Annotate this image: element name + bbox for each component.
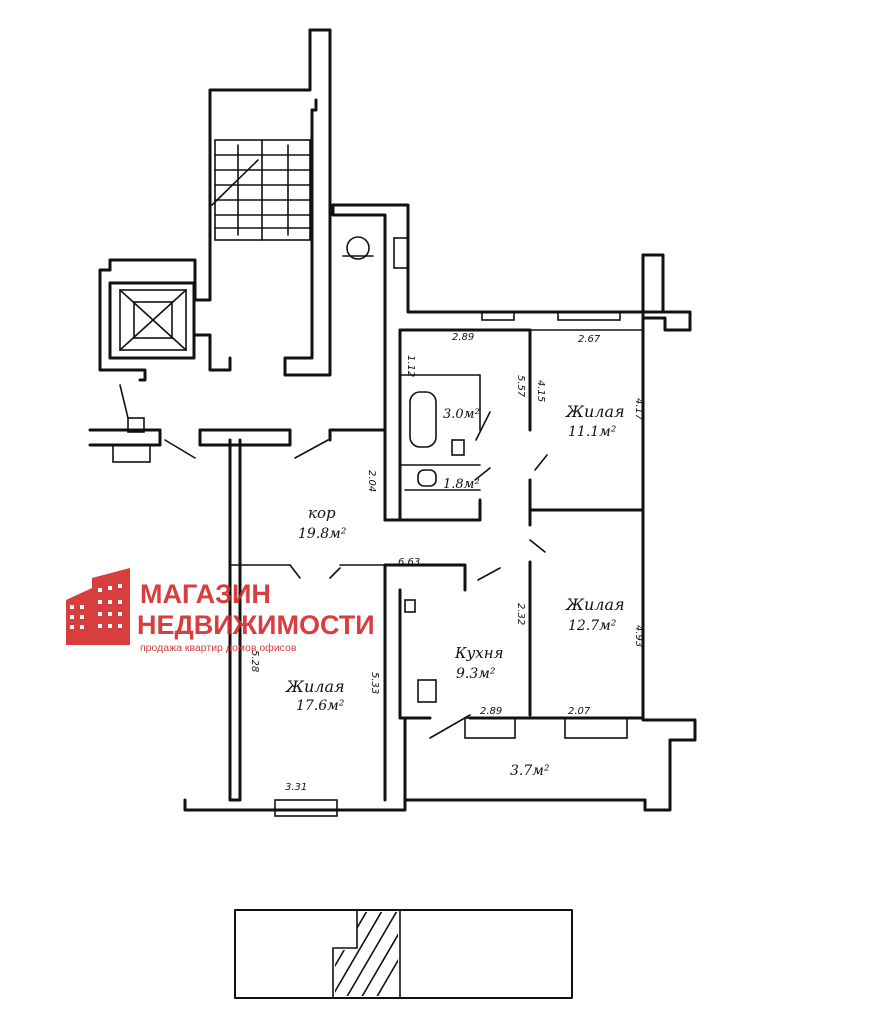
dim-331: 3.31 (285, 782, 307, 793)
living2-name: Жилая (565, 595, 625, 614)
dim-289-top: 2.89 (452, 332, 474, 343)
dim-417: 4.17 (633, 398, 644, 421)
key-plan (234, 909, 573, 999)
dimension-labels: 2.89 2.67 1.12 5.57 4.15 4.17 2.04 6.63 … (249, 332, 644, 793)
staircase (98, 28, 332, 382)
balcony-area: 3.7м² (510, 763, 550, 779)
dim-207: 2.07 (568, 706, 591, 717)
dim-663: 6.63 (398, 557, 420, 568)
windows (274, 311, 628, 817)
living3-area: 17.6м² (296, 698, 345, 714)
building-icon (66, 568, 130, 645)
elevator-shaft (108, 281, 196, 360)
dim-533: 5.33 (369, 672, 380, 694)
garbage-chute (331, 203, 410, 307)
dim-415: 4.15 (535, 380, 546, 402)
logo-tagline: продажа квартир домов офисов (140, 642, 297, 654)
hatched-apartment (335, 912, 398, 996)
dim-112: 1.12 (405, 355, 416, 377)
logo-line1: МАГАЗИН (140, 579, 271, 609)
dim-267-top: 2.67 (578, 334, 601, 345)
dim-232: 2.32 (515, 603, 526, 625)
living2-area: 12.7м² (568, 618, 617, 634)
logo-line2: НЕДВИЖИМОСТИ (137, 610, 375, 640)
kitchen-area: 9.3м² (456, 666, 496, 682)
dim-557: 5.57 (515, 375, 526, 398)
corridor-area: 19.8м² (298, 526, 347, 542)
corridor-name: кор (308, 504, 336, 522)
dim-528: 5.28 (249, 650, 260, 672)
apartment-walls (88, 203, 697, 812)
dim-204: 2.04 (366, 470, 377, 492)
living1-area: 11.1м² (568, 424, 617, 440)
dim-493: 4.93 (633, 625, 644, 647)
watermark-logo: МАГАЗИН НЕДВИЖИМОСТИ продажа квартир дом… (66, 568, 375, 654)
room-labels: кор 19.8м² 3.0м² 1.8м² Жилая 11.1м² Жила… (285, 402, 625, 779)
wc-area: 1.8м² (443, 477, 480, 492)
living1-name: Жилая (565, 402, 625, 421)
living3-name: Жилая (285, 677, 345, 696)
kitchen-name: Кухня (454, 644, 504, 662)
dim-289-bottom: 2.89 (480, 706, 502, 717)
bath-area: 3.0м² (443, 407, 480, 422)
